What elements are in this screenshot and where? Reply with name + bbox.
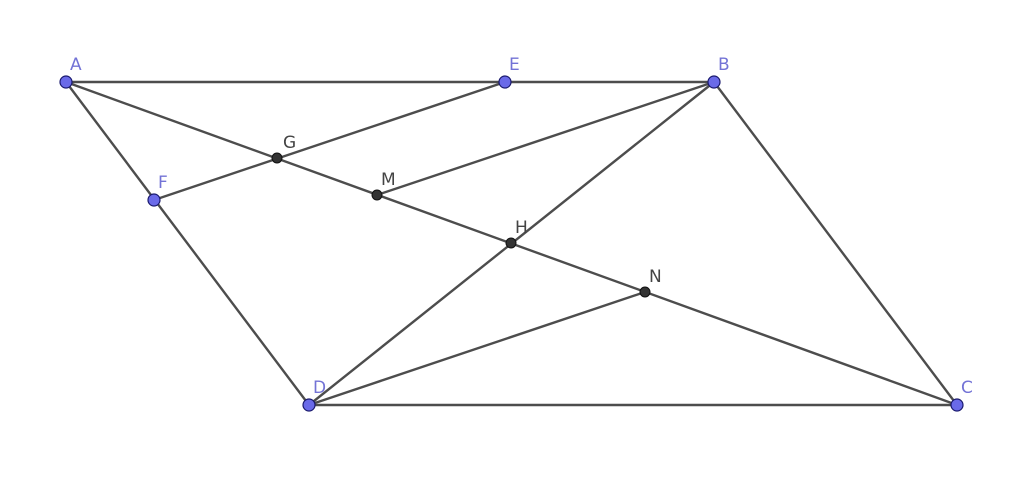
point-g[interactable] bbox=[271, 152, 283, 164]
point-h[interactable] bbox=[505, 237, 517, 249]
label-f: F bbox=[158, 173, 168, 193]
segment-ef bbox=[152, 80, 507, 202]
segment-bc bbox=[712, 80, 959, 407]
label-g: G bbox=[283, 133, 296, 153]
label-a: A bbox=[70, 55, 82, 75]
label-d: D bbox=[313, 378, 326, 398]
segment-da bbox=[64, 80, 311, 407]
label-h: H bbox=[515, 218, 528, 238]
labels-layer: A E B F G M H N D C bbox=[70, 55, 973, 398]
point-m[interactable] bbox=[371, 189, 383, 201]
label-b: B bbox=[718, 55, 730, 75]
label-n: N bbox=[649, 267, 662, 287]
segment-mb bbox=[375, 80, 716, 197]
label-e: E bbox=[509, 55, 520, 75]
point-b[interactable] bbox=[707, 75, 721, 89]
point-d[interactable] bbox=[302, 398, 316, 412]
label-c: C bbox=[961, 378, 973, 398]
point-e[interactable] bbox=[498, 75, 512, 89]
segment-nd bbox=[307, 290, 647, 407]
label-m: M bbox=[381, 170, 396, 190]
point-c[interactable] bbox=[950, 398, 964, 412]
points-layer bbox=[59, 75, 964, 412]
point-f[interactable] bbox=[147, 193, 161, 207]
point-n[interactable] bbox=[639, 286, 651, 298]
point-a[interactable] bbox=[59, 75, 73, 89]
